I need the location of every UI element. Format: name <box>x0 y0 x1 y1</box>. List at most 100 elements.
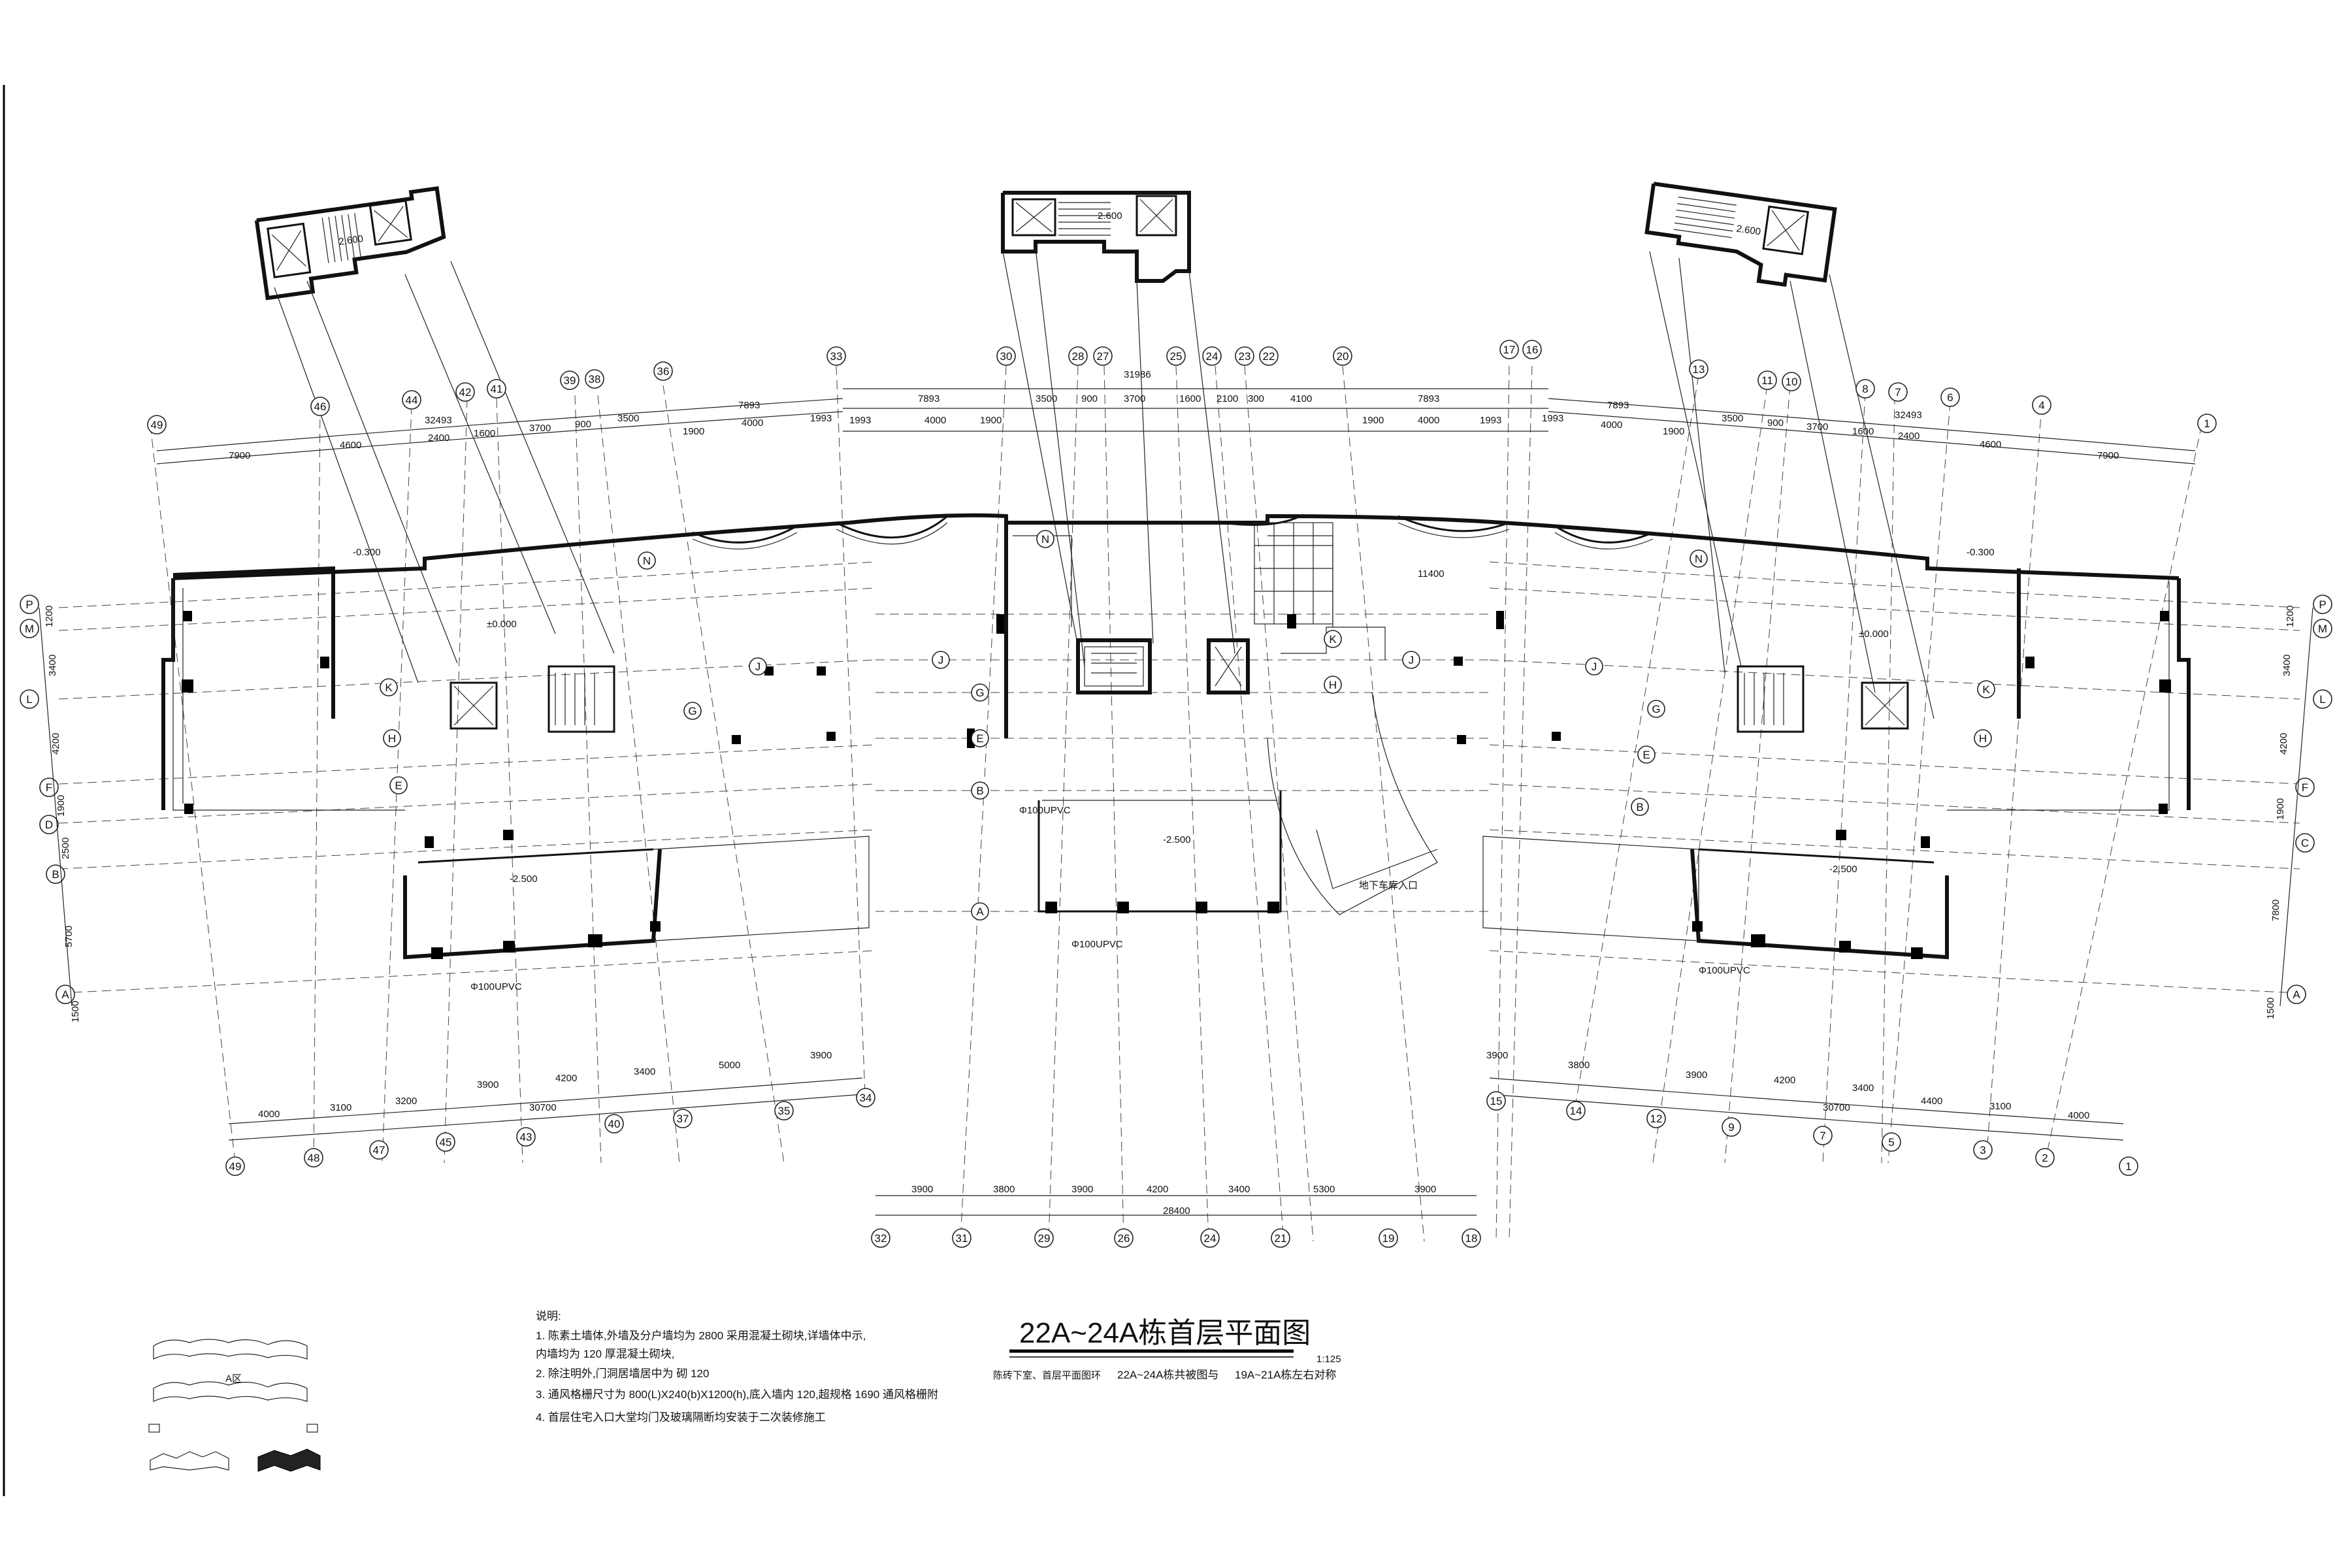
note-2: 2. 除注明外,门洞居墙居中为 砌 120 <box>536 1367 709 1380</box>
left-side-dims: 1200 3400 4200 1900 2500 5700 1500 <box>39 606 81 1022</box>
dim-tr-0: 7893 <box>1607 400 1629 411</box>
axis-bl-1: 48 <box>308 1152 320 1164</box>
axis-l-2: L <box>26 693 32 706</box>
axis-bl-2: 47 <box>373 1144 385 1156</box>
axis-bubbles-top-left: 49 46 44 42 41 39 38 36 33 <box>147 346 846 434</box>
dim-tr-6: 4600 <box>1980 439 2001 450</box>
axis-tl-5: 39 <box>564 374 576 387</box>
axis-in-j-r: J <box>1592 661 1597 673</box>
dim-bc-total: 28400 <box>1163 1205 1190 1217</box>
axis-tc-4: 24 <box>1206 350 1218 363</box>
dim-tr-7: 7900 <box>2097 450 2119 461</box>
dim-tc-4: 1600 <box>1179 393 1201 404</box>
dim-bc-6: 3900 <box>1414 1184 1436 1195</box>
axis-in-e-l: E <box>395 779 402 792</box>
notes-block: 说明: 1. 陈素土墙体,外墙及分户墙均为 2800 采用混凝土砌块,详墙体中示… <box>536 1310 938 1424</box>
title-block: 22A~24A栋首层平面图 1:125 陈砖下室、首层平面图环 22A~24A栋… <box>993 1317 1341 1381</box>
dim-r-3: 1900 <box>2275 798 2286 820</box>
axis-r-3: F <box>2302 781 2308 794</box>
axis-l-0: P <box>25 598 33 611</box>
dim-bl-0: 3900 <box>810 1050 832 1061</box>
dim-l-6: 1500 <box>70 1001 81 1022</box>
axis-br-7: 2 <box>2042 1152 2048 1164</box>
dim-tl-3: 1600 <box>474 428 495 439</box>
axis-tl-3: 42 <box>459 386 472 399</box>
dim-tl-5: 900 <box>575 419 591 430</box>
ramp-label: 地下车库入口 <box>1359 880 1418 891</box>
dim-tc-3: 3700 <box>1124 393 1145 404</box>
bottom-dimension-lines <box>228 1077 2124 1216</box>
axis-tl-7: 36 <box>657 365 670 378</box>
dim-tl-r2-2: 1993 <box>810 413 832 424</box>
note-4: 4. 首层住宅入口大堂均门及玻璃隔断均安装于二次装修施工 <box>536 1411 826 1424</box>
axis-bc-5: 21 <box>1275 1232 1287 1245</box>
key-plan-diagram: A区 <box>148 1339 321 1472</box>
dim-bc-3: 4200 <box>1147 1184 1168 1195</box>
note-3: 3. 通风格栅尺寸为 800(L)X240(b)X1200(h),底入墙内 12… <box>536 1388 938 1401</box>
axis-bubbles-bottom-right: 15 14 12 9 7 5 3 2 1 <box>1486 1091 2138 1176</box>
elev-center: -2.500 <box>1163 834 1191 845</box>
dim-tl-r2-0: 1900 <box>683 426 704 437</box>
axis-bubbles-top-center: 30 28 27 25 24 23 22 20 17 16 <box>996 340 1542 366</box>
axis-tc-8: 17 <box>1503 344 1516 356</box>
dim-r-5: 1500 <box>2265 998 2276 1019</box>
axis-tr-2: 10 <box>1786 376 1798 388</box>
dim-tr-3: 3700 <box>1806 421 1828 433</box>
axis-in-h-r: H <box>1979 732 1987 745</box>
axis-tc-7: 20 <box>1337 350 1349 363</box>
axis-tr-7: 1 <box>2204 417 2210 430</box>
axis-br-5: 5 <box>1888 1136 1894 1149</box>
dim-tl-2: 2400 <box>428 433 449 444</box>
elev-right: -2.500 <box>1829 864 1857 875</box>
elev-lobby-left: ±0.000 <box>487 619 517 630</box>
main-cores <box>449 646 1909 733</box>
axis-in-n-l: N <box>643 555 651 567</box>
axis-tl-6: 38 <box>589 373 601 385</box>
axis-tl-1: 46 <box>314 400 327 413</box>
dim-tc-0: 7893 <box>918 393 939 404</box>
dim-br-3: 4200 <box>1774 1075 1795 1086</box>
elev-out-left: -0.300 <box>353 547 381 558</box>
axis-tr-0: 13 <box>1693 363 1705 376</box>
dim-11400: 11400 <box>1418 568 1445 580</box>
axis-bl-3: 45 <box>440 1136 452 1149</box>
axis-tc-0: 30 <box>1000 350 1013 363</box>
core-center-elev: 2.600 <box>1098 210 1122 221</box>
top-core-center: 2.600 <box>1001 191 1191 283</box>
dim-tc-1: 3500 <box>1036 393 1057 404</box>
columns <box>182 611 2171 959</box>
axis-br-3: 9 <box>1728 1121 1734 1134</box>
axis-l-4: D <box>45 819 53 831</box>
axis-tc-3: 25 <box>1170 350 1183 363</box>
dim-bl-7: 4000 <box>258 1109 280 1120</box>
axis-l-6: A <box>61 988 69 1001</box>
axis-tl-0: 49 <box>151 419 163 431</box>
dim-br-total: 30700 <box>1823 1102 1850 1113</box>
axis-bc-2: 29 <box>1038 1232 1051 1245</box>
parking-bays <box>1254 522 1333 625</box>
dim-tr-5: 2400 <box>1898 431 1919 442</box>
dim-tr-r2-1: 4000 <box>1601 419 1622 431</box>
pipe-center: Φ100UPVC <box>1019 805 1071 816</box>
axis-tr-5: 6 <box>1947 391 1953 404</box>
core-right-elev: 2.600 <box>1736 223 1762 238</box>
subtitle-mid: 22A~24A栋共被图与 <box>1117 1369 1218 1381</box>
dim-br-1: 3800 <box>1568 1060 1590 1071</box>
bottom-right-dims: 3900 3800 3900 4200 3400 4400 3100 4000 … <box>1486 1050 2089 1121</box>
axis-br-4: 7 <box>1820 1130 1825 1142</box>
dim-tl-r2-1: 4000 <box>742 417 763 429</box>
dim-tc-r2-5: 1993 <box>1480 415 1501 426</box>
axis-tc-5: 23 <box>1239 350 1251 363</box>
dim-br-5: 4400 <box>1921 1096 1942 1107</box>
axis-in-g-l: G <box>688 705 696 717</box>
axis-in-k-r: K <box>1982 683 1990 696</box>
dim-br-0: 3900 <box>1486 1050 1508 1061</box>
building-outline <box>161 513 2191 960</box>
axis-bc-0: 32 <box>875 1232 887 1245</box>
subtitle-left: 陈砖下室、首层平面图环 <box>993 1369 1101 1381</box>
dim-tc-r2-2: 1900 <box>980 415 1002 426</box>
dim-l-5: 5700 <box>63 926 74 947</box>
axis-tl-2: 44 <box>406 394 418 406</box>
dim-r-1: 3400 <box>2281 655 2293 676</box>
axis-in-e-r: E <box>1642 749 1650 761</box>
